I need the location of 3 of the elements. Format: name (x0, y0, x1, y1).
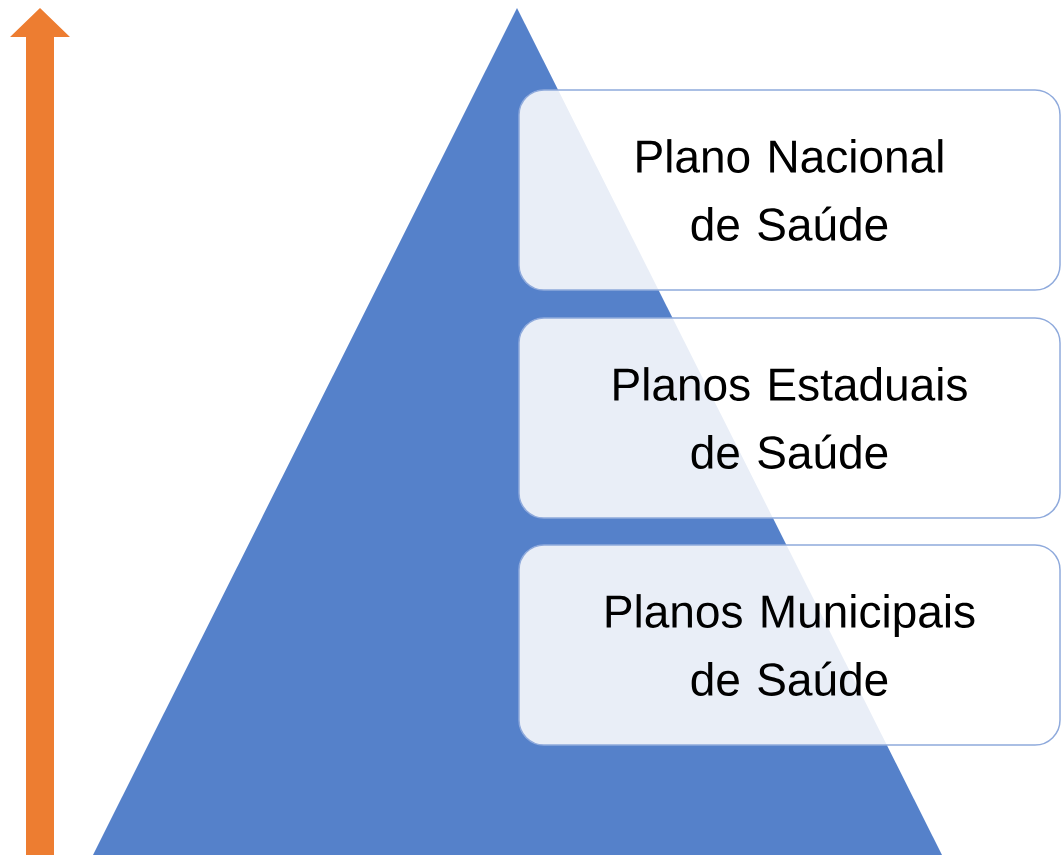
level-box: Planos Municipais de Saúde (518, 544, 1061, 746)
level-box: Planos Estaduais de Saúde (518, 317, 1061, 519)
level-box: Plano Nacional de Saúde (518, 89, 1061, 291)
